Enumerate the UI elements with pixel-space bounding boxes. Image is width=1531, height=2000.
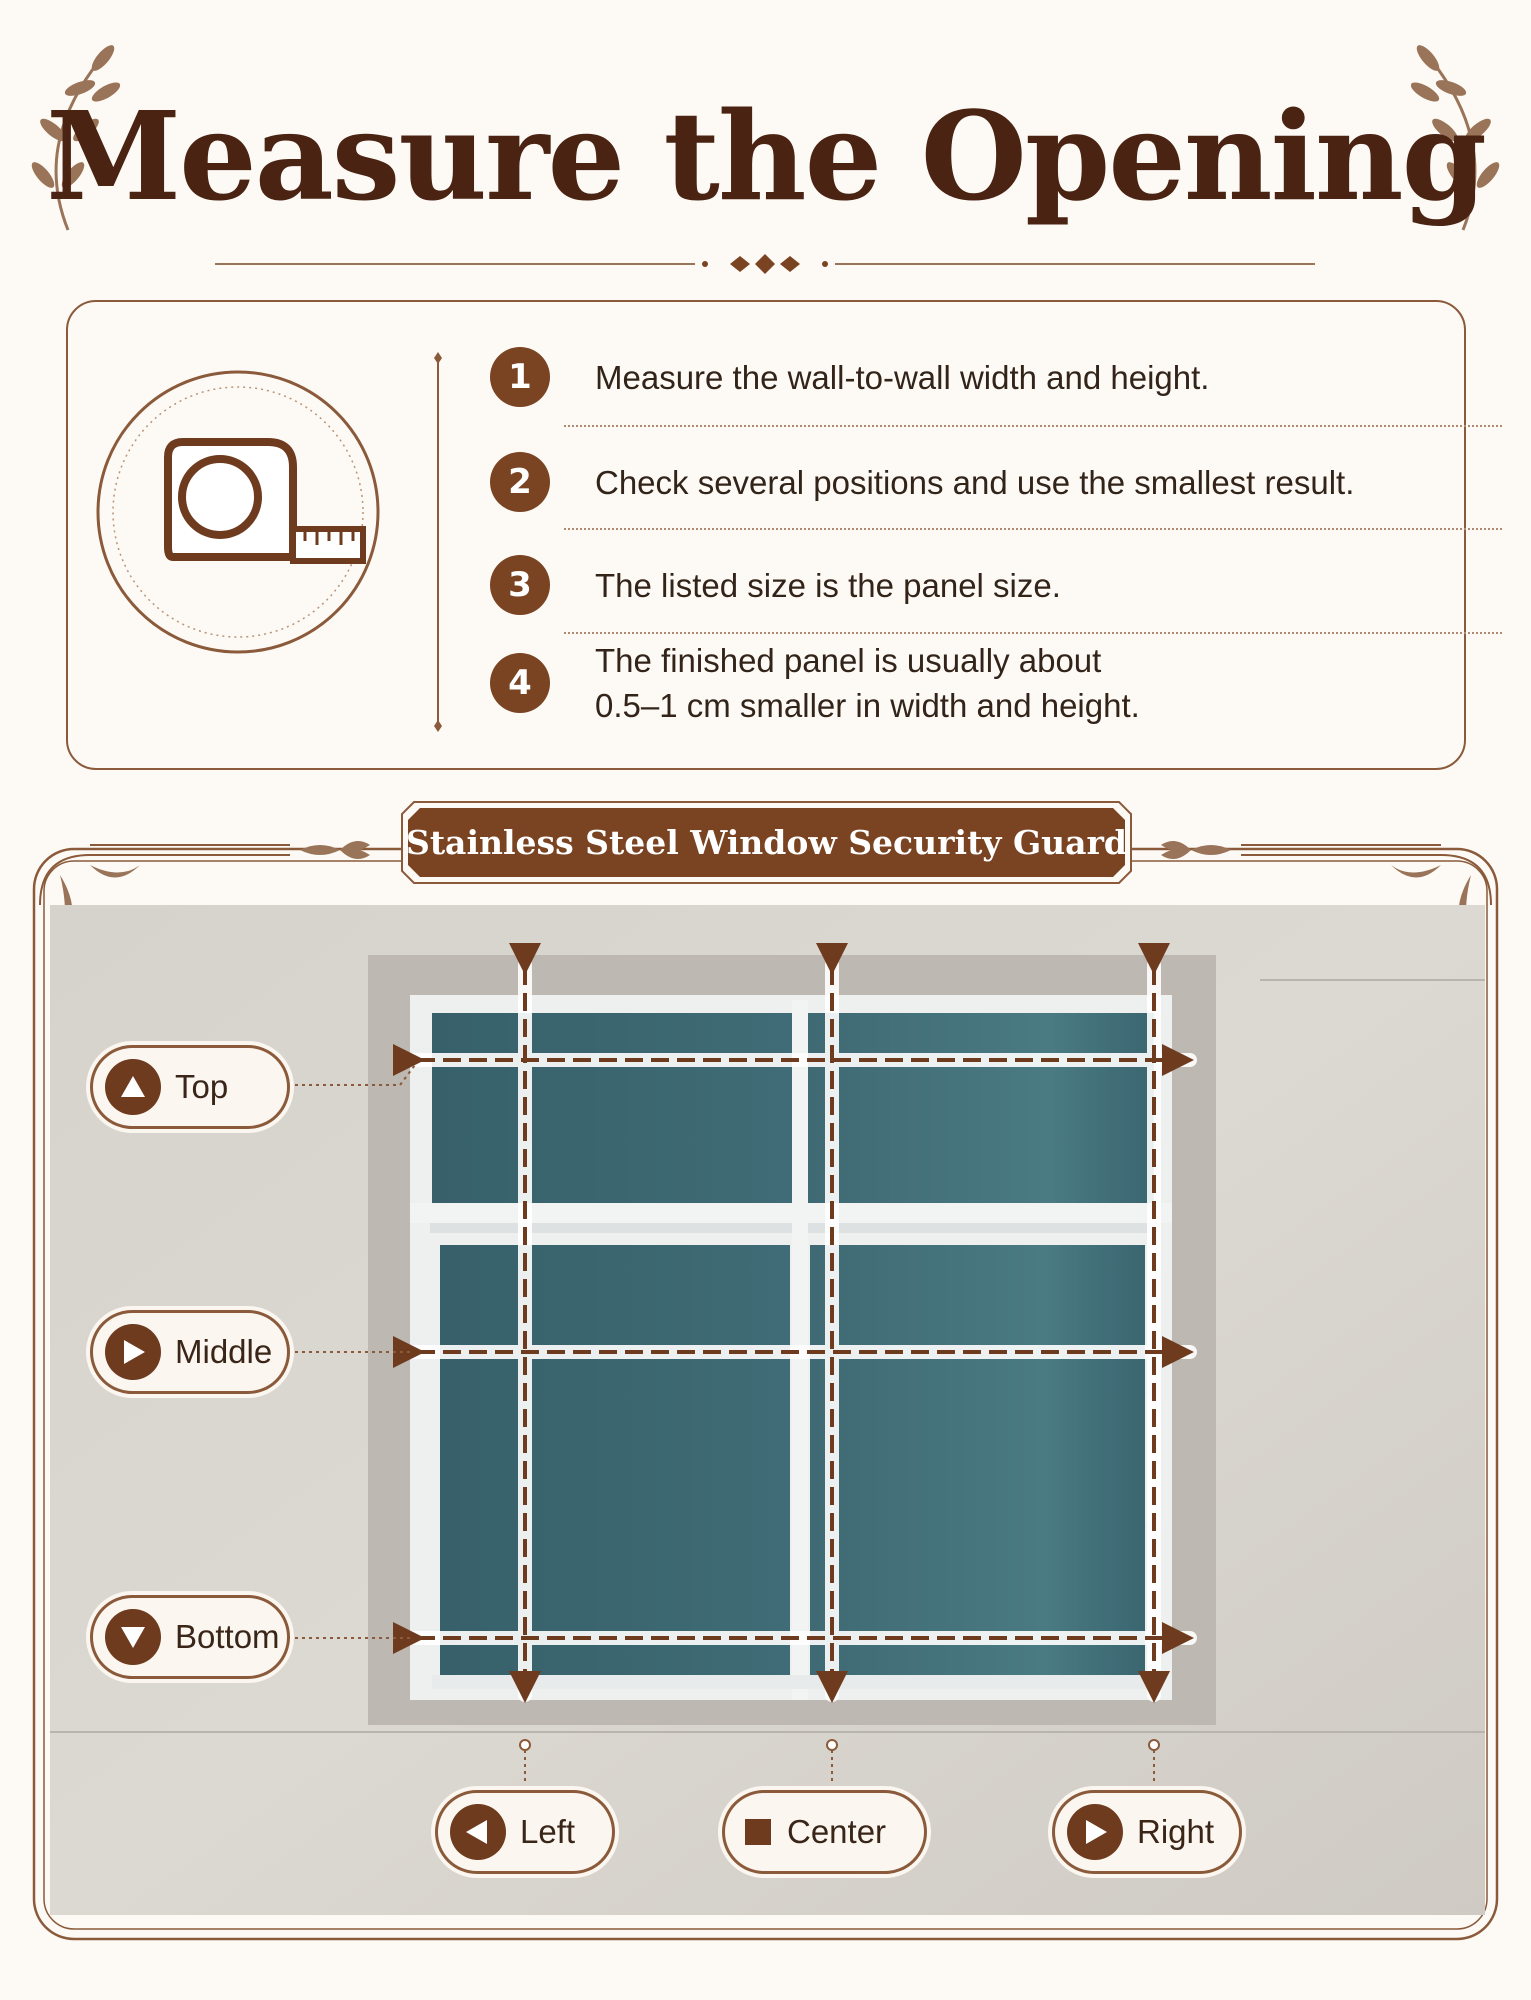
label-right-text: Right (1137, 1813, 1215, 1850)
step-1-number: 1 (490, 347, 550, 407)
banner-shape (401, 801, 1132, 884)
title-divider (215, 254, 1315, 274)
window-photo: Top Middle Bottom Left Center Right (50, 905, 1485, 1915)
step-1-text: Measure the wall-to-wall width and heigh… (595, 359, 1210, 396)
label-middle: Middle (90, 1310, 290, 1394)
label-bottom-text: Bottom (175, 1618, 280, 1655)
label-right: Right (1052, 1790, 1242, 1874)
label-top: Top (90, 1045, 290, 1129)
play-right-icon (1067, 1804, 1123, 1860)
step-4-text-line-1: The finished panel is usually about (595, 642, 1102, 679)
laurel-left-icon (31, 45, 121, 231)
step-4-text-line-2: 0.5–1 cm smaller in width and height. (595, 687, 1140, 724)
step-divider (564, 425, 1502, 427)
page-title: Measure the Opening (46, 84, 1487, 228)
step-2-text: Check several positions and use the smal… (595, 464, 1355, 501)
section-banner: Stainless Steel Window Security Guard (400, 800, 1133, 885)
square-stop-icon (743, 1804, 773, 1860)
measurement-arrows (295, 943, 1197, 1785)
label-top-text: Top (175, 1068, 229, 1105)
label-center: Center (722, 1790, 927, 1874)
triangle-up-icon (105, 1059, 161, 1115)
label-center-text: Center (787, 1813, 887, 1850)
card-divider (434, 352, 442, 732)
tape-measure-icon (96, 370, 380, 654)
step-4-number: 4 (490, 653, 550, 713)
step-divider (564, 528, 1502, 530)
label-bottom: Bottom (90, 1595, 290, 1679)
triangle-down-icon (105, 1609, 161, 1665)
step-3-number: 3 (490, 555, 550, 615)
label-middle-text: Middle (175, 1333, 273, 1370)
triangle-left-icon (450, 1804, 506, 1860)
laurel-right-icon (1410, 45, 1500, 231)
play-right-icon (105, 1324, 161, 1380)
banner-title: Stainless Steel Window Security Guard (405, 823, 1127, 862)
step-2-number: 2 (490, 452, 550, 512)
step-3-text: The listed size is the panel size. (595, 567, 1061, 604)
steps-card: 1 Measure the wall-to-wall width and hei… (66, 300, 1502, 770)
label-left: Left (435, 1790, 615, 1874)
label-left-text: Left (520, 1813, 576, 1850)
step-divider (564, 632, 1502, 634)
